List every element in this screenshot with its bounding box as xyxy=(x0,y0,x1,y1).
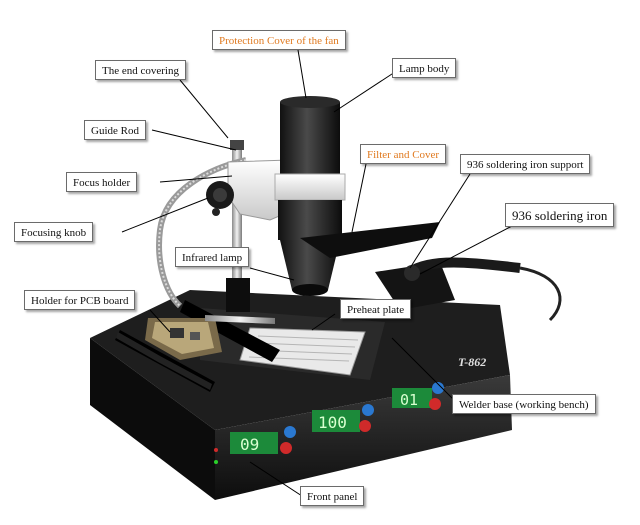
iron-support xyxy=(375,257,562,322)
label-focusing-knob: Focusing knob xyxy=(14,222,94,242)
panel-knob-red-1 xyxy=(280,442,292,454)
label-soldering-iron: 936 soldering iron xyxy=(505,203,615,227)
leader-lines xyxy=(121,49,513,497)
label-lamp-body: Lamp body xyxy=(392,58,457,78)
label-filter-cover: Filter and Cover xyxy=(360,144,447,164)
panel-knob-red-2 xyxy=(359,420,371,432)
display-1-value: 09 xyxy=(240,435,259,454)
label-front-panel: Front panel xyxy=(300,486,365,506)
display-2-value: 100 xyxy=(318,413,347,432)
guide-column xyxy=(226,140,250,312)
filter-cover xyxy=(300,222,440,258)
lamp-assembly xyxy=(274,96,346,296)
panel-knob-blue-2 xyxy=(362,404,374,416)
model-mark: T-862 xyxy=(458,355,486,369)
label-focus-holder: Focus holder xyxy=(66,172,138,192)
label-pcb-holder: Holder for PCB board xyxy=(24,290,136,310)
pcb-holder xyxy=(115,300,280,392)
label-infrared-lamp: Infrared lamp xyxy=(175,247,250,267)
label-preheat-plate: Preheat plate xyxy=(340,299,412,319)
panel-knob-red-3 xyxy=(429,398,441,410)
front-panel: 09 100 01 xyxy=(214,382,444,464)
panel-knob-blue-1 xyxy=(284,426,296,438)
label-iron-support: 936 soldering iron support xyxy=(460,154,591,174)
display-3-value: 01 xyxy=(400,391,418,409)
label-welder-base: Welder base (working bench) xyxy=(452,394,596,414)
panel-knob-blue-3 xyxy=(432,382,444,394)
label-guide-rod: Guide Rod xyxy=(84,120,146,140)
label-protection-cover: Protection Cover of the fan xyxy=(212,30,346,50)
label-end-covering: The end covering xyxy=(95,60,186,80)
